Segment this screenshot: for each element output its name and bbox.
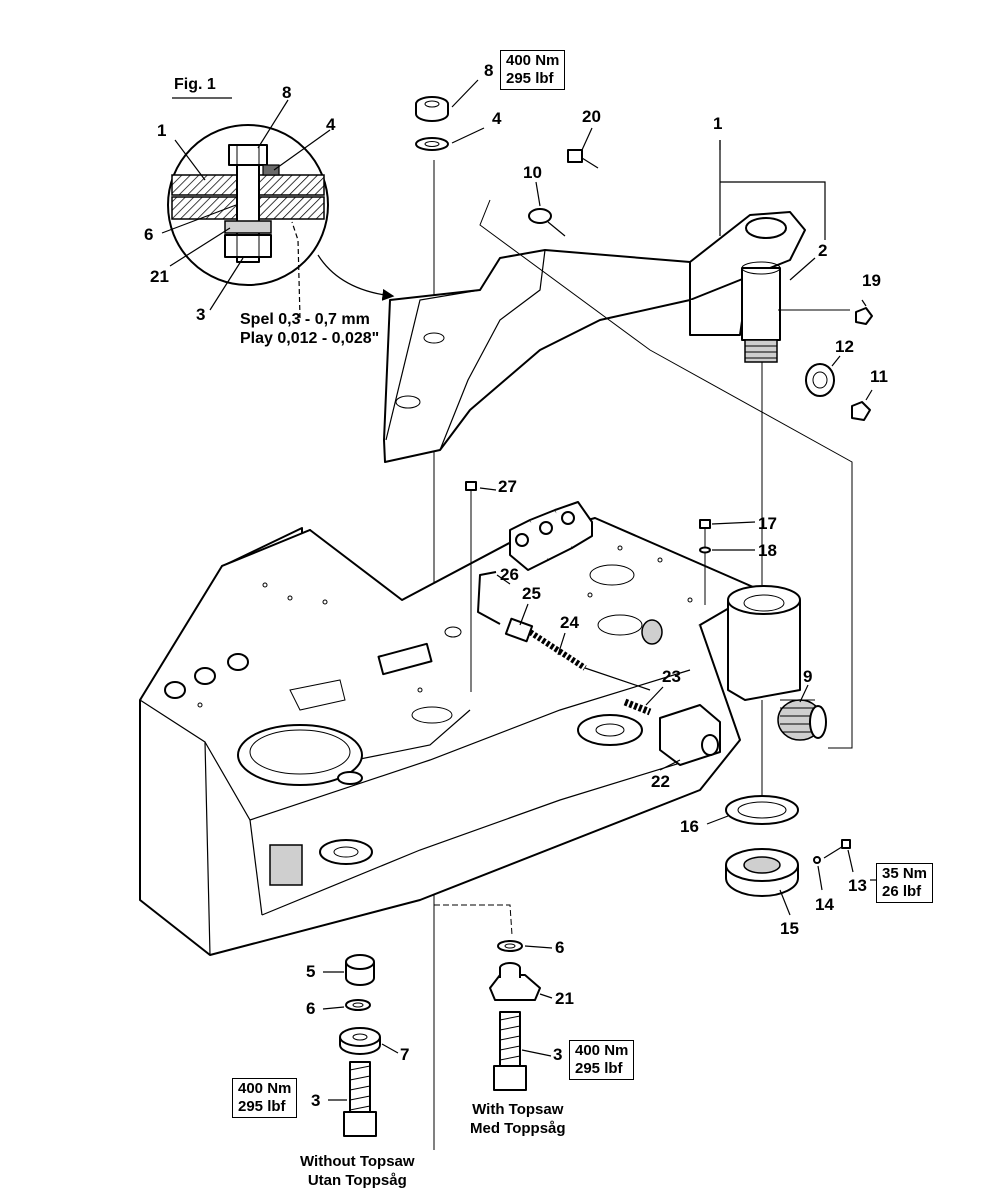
upper-arm-assembly bbox=[383, 140, 853, 749]
caption-without-topsaw-line1: Without Topsaw bbox=[300, 1153, 415, 1170]
detail-figure-1 bbox=[161, 97, 395, 319]
caption-with-topsaw: With Topsaw Med Toppsåg bbox=[470, 1100, 566, 1138]
caption-with-topsaw-line2: Med Toppsåg bbox=[470, 1120, 566, 1137]
callout-9: 9 bbox=[803, 667, 813, 686]
callout-7: 7 bbox=[400, 1045, 410, 1064]
torque-spec-with-topsaw: 400 Nm 295 lbf bbox=[569, 1040, 635, 1080]
callout-6-fig: 6 bbox=[144, 225, 154, 244]
callout-leaders bbox=[322, 140, 881, 1101]
callout-14: 14 bbox=[815, 895, 834, 914]
callout-22: 22 bbox=[651, 772, 670, 791]
callout-16: 16 bbox=[680, 817, 699, 836]
callout-4: 4 bbox=[492, 109, 502, 128]
play-note-line-1: Spel 0,3 - 0,7 mm bbox=[240, 311, 370, 328]
callout-19: 19 bbox=[862, 271, 881, 290]
play-note-line-2: Play 0,012 - 0,028" bbox=[240, 330, 380, 347]
torque-top-metric: 400 Nm bbox=[506, 52, 560, 69]
callout-3-left: 3 bbox=[311, 1091, 321, 1110]
callout-6-right: 6 bbox=[555, 938, 565, 957]
callout-2: 2 bbox=[818, 241, 828, 260]
torque-with-topsaw-imperial: 295 lbf bbox=[575, 1060, 623, 1077]
figure-label: Fig. 1 bbox=[174, 76, 216, 93]
bearing-parts-16-15 bbox=[725, 700, 851, 897]
torque-spec-right: 35 Nm 26 lbf bbox=[876, 863, 934, 903]
callout-25: 25 bbox=[522, 584, 541, 603]
nuts-19-12-11 bbox=[778, 299, 873, 421]
torque-without-topsaw-metric: 400 Nm bbox=[238, 1080, 292, 1097]
callout-27: 27 bbox=[498, 477, 517, 496]
callout-10: 10 bbox=[523, 163, 542, 182]
callout-4-fig: 4 bbox=[326, 115, 336, 134]
torque-with-topsaw-metric: 400 Nm bbox=[575, 1042, 629, 1059]
callout-1: 1 bbox=[713, 114, 723, 133]
callout-3-fig: 3 bbox=[196, 305, 206, 324]
callout-8: 8 bbox=[484, 61, 494, 80]
caption-without-topsaw-line2: Utan Toppsåg bbox=[307, 1172, 407, 1189]
main-frame bbox=[139, 501, 801, 956]
callout-12: 12 bbox=[835, 337, 854, 356]
callout-3-right: 3 bbox=[553, 1045, 563, 1064]
callout-18: 18 bbox=[758, 541, 777, 560]
callout-26: 26 bbox=[500, 565, 519, 584]
callout-11: 11 bbox=[870, 367, 888, 386]
callout-17: 17 bbox=[758, 514, 777, 533]
torque-right-imperial: 26 lbf bbox=[882, 883, 922, 900]
torque-top-imperial: 295 lbf bbox=[506, 70, 554, 87]
callout-21: 21 bbox=[555, 989, 574, 1008]
callout-8-fig: 8 bbox=[282, 83, 292, 102]
caption-with-topsaw-line1: With Topsaw bbox=[472, 1101, 564, 1118]
callout-23: 23 bbox=[662, 667, 681, 686]
callout-5: 5 bbox=[306, 962, 316, 981]
caption-without-topsaw: Without Topsaw Utan Toppsåg bbox=[300, 1152, 415, 1190]
torque-without-topsaw-imperial: 295 lbf bbox=[238, 1098, 286, 1115]
callout-15: 15 bbox=[780, 919, 799, 938]
callout-13: 13 bbox=[848, 876, 867, 895]
torque-spec-top: 400 Nm 295 lbf bbox=[500, 50, 566, 90]
lower-stack-without-topsaw bbox=[339, 954, 381, 1137]
bolts-20-10 bbox=[528, 127, 599, 237]
callout-20: 20 bbox=[582, 107, 601, 126]
lower-stack-with-topsaw bbox=[489, 940, 541, 1091]
torque-spec-without-topsaw: 400 Nm 295 lbf bbox=[232, 1078, 298, 1118]
callout-21-fig: 21 bbox=[150, 267, 169, 286]
small-parts-frame bbox=[465, 481, 827, 766]
torque-right-metric: 35 Nm bbox=[882, 865, 928, 882]
callout-6-left: 6 bbox=[306, 999, 316, 1018]
callout-24: 24 bbox=[560, 613, 579, 632]
callout-1-fig: 1 bbox=[157, 121, 167, 140]
